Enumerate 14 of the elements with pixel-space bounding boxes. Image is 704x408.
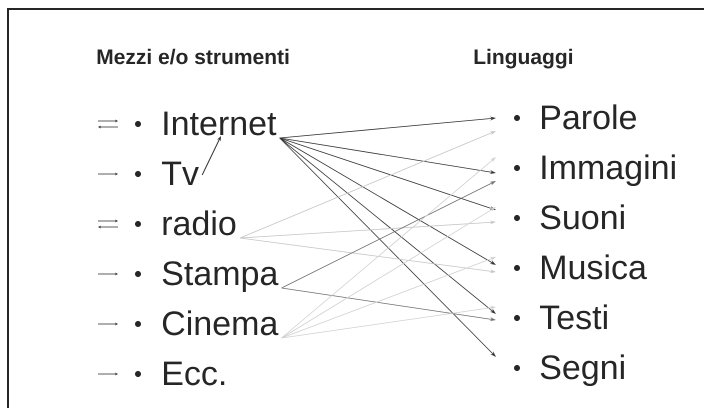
list-item: Testi (540, 304, 607, 330)
column-heading: Linguaggi (474, 48, 572, 68)
list-item: radio (163, 210, 236, 236)
list-item: Parole (542, 104, 636, 130)
list-item: Cinema (162, 310, 278, 336)
list-item: Stampa (162, 261, 278, 292)
column-heading: Mezzi e/o strumenti (98, 48, 288, 64)
list-item: Segni (540, 354, 624, 386)
list-item: Ecc. (164, 362, 224, 386)
list-item: Immagini (542, 154, 675, 186)
list-item: Internet (164, 112, 276, 136)
list-item: Tv (162, 162, 199, 185)
list-item: Suoni (540, 204, 624, 230)
list-item: Musica (542, 254, 647, 280)
